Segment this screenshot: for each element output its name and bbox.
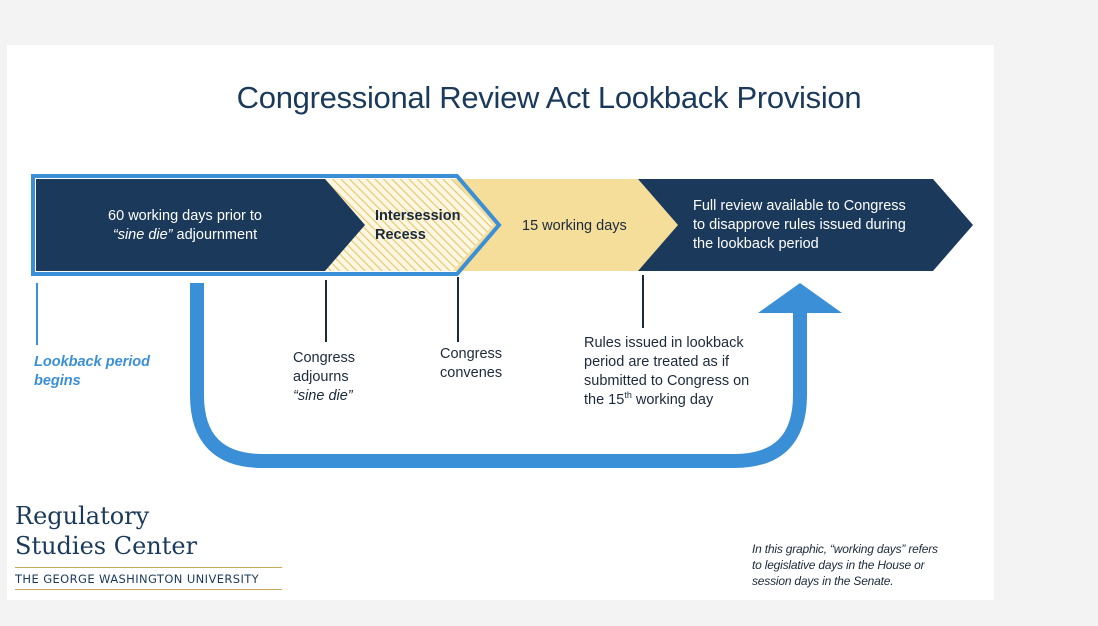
rules-line4-sup: th <box>624 390 632 401</box>
review-line2: to disapprove rules issued during <box>693 217 906 233</box>
logo-line2: Studies Center <box>15 532 198 560</box>
recess-segment-text: Intersession Recess <box>375 207 460 245</box>
adjourns-line3: “sine die” <box>293 388 353 404</box>
lookback-begins-line2: begins <box>34 373 81 389</box>
rules-line3: submitted to Congress on <box>584 373 750 389</box>
lookback-text-line1: 60 working days prior to <box>108 208 262 224</box>
rules-label: Rules issued in lookback period are trea… <box>584 334 749 410</box>
adjournment-text: adjournment <box>172 227 258 243</box>
slide-background <box>7 45 994 600</box>
convenes-label: Congress convenes <box>440 345 502 383</box>
lookback-segment <box>36 179 365 271</box>
logo-university: THE GEORGE WASHINGTON UNIVERSITY <box>15 572 260 586</box>
rules-line1: Rules issued in lookback <box>584 335 744 351</box>
lookback-begins-line1: Lookback period <box>34 354 151 370</box>
rules-line2: period are treated as if <box>584 354 730 370</box>
review-segment-text: Full review available to Congress to dis… <box>693 197 906 254</box>
lookback-begins-label: Lookback period begins <box>34 353 150 391</box>
adjourns-line1: Congress <box>293 350 356 366</box>
sine-die-italic: “sine die” <box>112 227 173 243</box>
recess-segment <box>318 179 493 271</box>
working-days-segment-text: 15 working days <box>522 218 627 234</box>
diagram-title: Congressional Review Act Lookback Provis… <box>236 80 862 115</box>
adjourns-line2: adjourns <box>293 369 349 385</box>
rules-line4-pre: the 15 <box>584 392 625 408</box>
return-arrow-head <box>758 283 842 313</box>
logo-line1: Regulatory <box>15 502 150 530</box>
logo-divider-bottom <box>15 589 282 590</box>
rules-line4: the 15th working day <box>584 391 749 410</box>
logo-divider-top <box>15 567 282 568</box>
review-line1: Full review available to Congress <box>693 198 906 214</box>
footnote-line1: In this graphic, “working days” refers <box>752 542 938 556</box>
rules-line4-post: working day <box>631 392 714 408</box>
convenes-line2: convenes <box>440 365 503 381</box>
review-line3: the lookback period <box>693 236 819 252</box>
lookback-outline <box>31 174 502 276</box>
recess-line1: Intersession <box>375 208 461 224</box>
convenes-line1: Congress <box>440 346 503 362</box>
footnote-line3: session days in the Senate. <box>752 574 894 588</box>
lookback-text-line2: “sine die” adjournment <box>60 226 310 245</box>
working-days-segment <box>450 179 678 271</box>
footnote: In this graphic, “working days” refers t… <box>752 541 1002 589</box>
recess-line2: Recess <box>375 227 426 243</box>
review-period-segment <box>632 179 973 271</box>
footnote-line2: to legislative days in the House or <box>752 558 925 572</box>
lookback-segment-text: 60 working days prior to “sine die” adjo… <box>60 207 310 245</box>
return-arrow-path <box>190 283 807 468</box>
adjourns-label: Congress adjourns “sine die” <box>293 349 355 406</box>
